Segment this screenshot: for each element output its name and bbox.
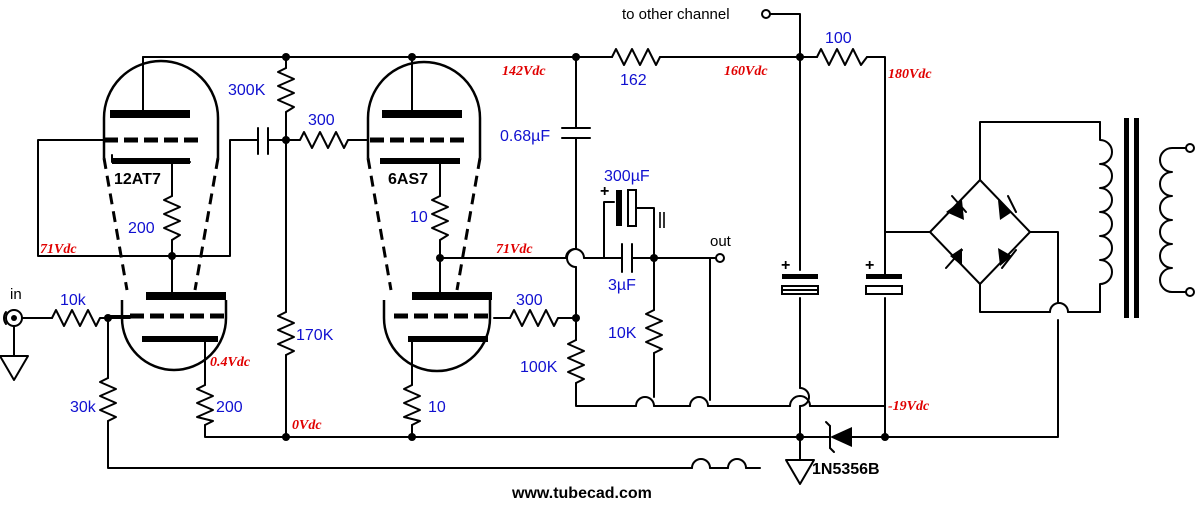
v71-mid-label: 71Vdc xyxy=(496,242,533,257)
tube-12at7 xyxy=(102,59,228,372)
r-170k-label: 170K xyxy=(296,327,334,344)
r-10k-out-label: 10K xyxy=(608,325,637,342)
diode-label: 1N5356B xyxy=(812,461,880,478)
v180-label: 180Vdc xyxy=(888,67,932,82)
power-transformer xyxy=(1099,118,1195,318)
resistor-100 xyxy=(816,48,868,66)
v71-left-label: 71Vdc xyxy=(40,242,77,257)
r-grid-label: 30k xyxy=(70,399,97,416)
cap-068-branch xyxy=(561,53,886,407)
r-300k-label: 300K xyxy=(228,82,266,99)
v142-label: 142Vdc xyxy=(502,64,546,79)
output-caps: + xyxy=(600,183,725,401)
tube1-wiring xyxy=(37,56,801,438)
ground-symbol-right xyxy=(785,459,815,485)
r-300-label: 300 xyxy=(308,112,335,129)
filter-cap-160v: + xyxy=(781,257,819,295)
resistor-162 xyxy=(611,48,661,66)
r-6as7-grid-label: 300 xyxy=(516,292,543,309)
input-label: in xyxy=(10,286,22,303)
to-other-channel-link xyxy=(761,9,801,58)
input-section xyxy=(0,309,761,469)
r-6as7-mid-label: 10 xyxy=(410,209,428,226)
svg-text:+: + xyxy=(865,257,874,274)
v0-label: 0Vdc xyxy=(292,418,322,433)
zener-diode xyxy=(799,319,1059,453)
output-label: out xyxy=(710,233,732,250)
v04-label: 0.4Vdc xyxy=(210,355,251,370)
r-input-label: 10k xyxy=(60,292,87,309)
resistor-200-low xyxy=(196,384,214,426)
filter-cap-180v: + xyxy=(865,257,903,438)
b-plus-rail xyxy=(142,56,886,279)
r-100k-label: 100K xyxy=(520,359,558,376)
resistor-200-mid xyxy=(163,195,181,241)
rail-160v-vertical xyxy=(796,53,810,461)
c-300u-label: 300µF xyxy=(604,168,650,185)
r-cath-low-label: 200 xyxy=(216,399,243,416)
bridge-rectifier xyxy=(884,121,1101,313)
r-100-label: 100 xyxy=(825,30,852,47)
coupling-cap-1 xyxy=(257,127,287,155)
v160-label: 160Vdc xyxy=(724,64,768,79)
svg-text:+: + xyxy=(781,257,790,274)
svg-text:+: + xyxy=(600,183,609,200)
c-3u-label: 3µF xyxy=(608,277,636,294)
website-label: www.tubecad.com xyxy=(511,485,652,502)
vneg19-label: -19Vdc xyxy=(888,399,930,414)
tube-6as7 xyxy=(366,60,494,373)
divider-300k-170k xyxy=(277,53,295,441)
to-other-channel-label: to other channel xyxy=(622,6,730,23)
r-cath-mid-label: 200 xyxy=(128,220,155,237)
r-6as7-low-label: 10 xyxy=(428,399,446,416)
resistor-300-grid xyxy=(285,131,369,149)
c-068-label: 0.68µF xyxy=(500,128,550,145)
r-162-label: 162 xyxy=(620,72,647,89)
tube2-label: 6AS7 xyxy=(388,171,428,188)
tube1-label: 12AT7 xyxy=(114,171,161,188)
